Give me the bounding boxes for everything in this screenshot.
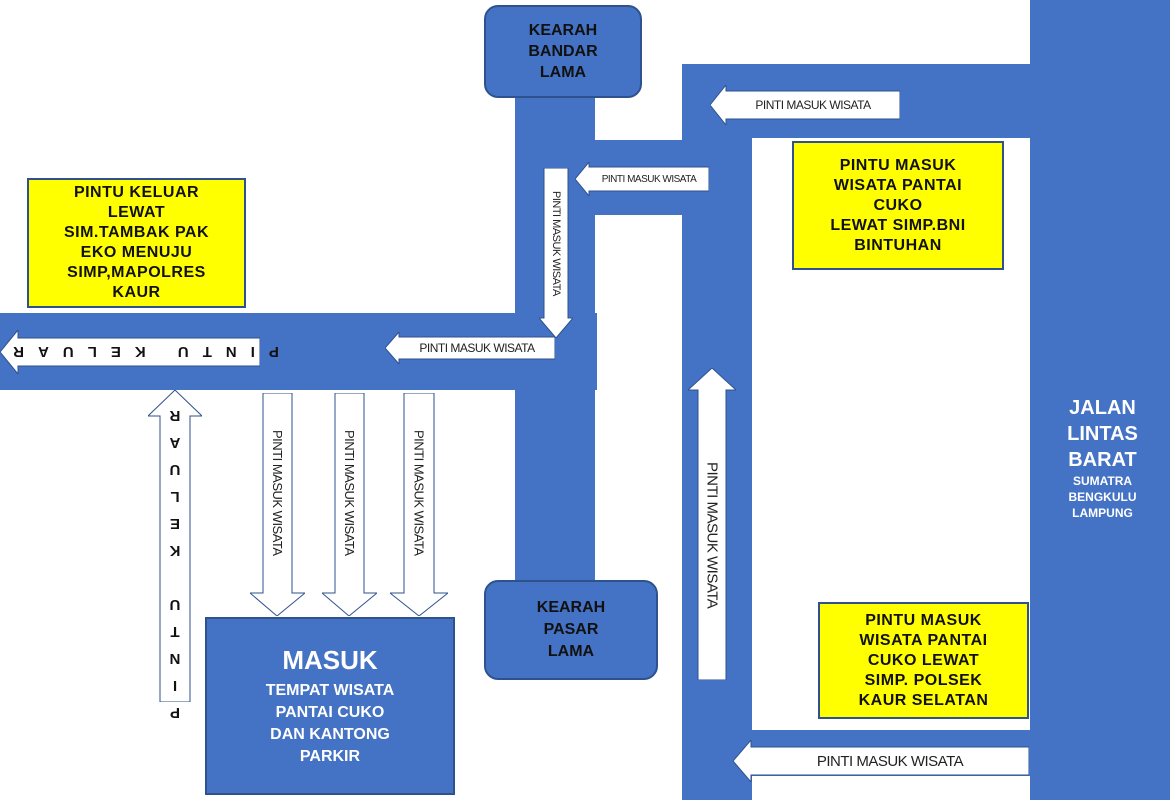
arrow-masuk-down-2: PINTI MASUK WISATA <box>322 393 377 616</box>
arrow-label: PINTI MASUK WISATA <box>755 98 871 112</box>
arrow-label: PINTI MASUK WISATA <box>703 461 721 609</box>
arrow-label: PINTI MASUK WISATA <box>550 190 562 296</box>
arrow-pintu-keluar-up: PINTU KELUAR <box>148 390 202 721</box>
arrow-label: PINTI MASUK WISATA <box>601 173 697 185</box>
note-masuk-polsek: PINTU MASUK WISATA PANTAI CUKO LEWAT SIM… <box>818 602 1029 719</box>
arrow-masuk-down-middle: PINTI MASUK WISATA <box>539 168 573 338</box>
arrow-label: PINTI MASUK WISATA <box>342 430 357 556</box>
arrow-label: PINTI MASUK WISATA <box>816 752 964 770</box>
masuk-title: MASUK <box>282 644 378 675</box>
jalan-subtitle: SUMATRA BENGKULU LAMPUNG <box>1068 474 1137 520</box>
arrow-label: PINTI MASUK WISATA <box>411 430 427 556</box>
arrow-label: PINTI MASUK WISATA <box>270 430 285 556</box>
arrow-label: PINTI MASUK WISATA <box>419 341 535 355</box>
arrow-masuk-connector: PINTI MASUK WISATA <box>575 162 709 196</box>
road-jalan-lintas-barat <box>1030 0 1170 800</box>
arrow-label: PINTU KELUAR <box>166 397 184 721</box>
arrow-pintu-keluar-left: PINTU KELUAR <box>0 330 279 374</box>
note-pintu-keluar: PINTU KELUAR LEWAT SIM.TAMBAK PAK EKO ME… <box>27 178 246 308</box>
arrow-masuk-down-1: PINTI MASUK WISATA <box>250 393 305 616</box>
masuk-subtitle: TEMPAT WISATA PANTAI CUKO DAN KANTONG PA… <box>265 681 395 765</box>
jalan-lintas-barat-label: JALAN LINTAS BARAT SUMATRA BENGKULU LAMP… <box>1035 395 1170 521</box>
box-kearah-bandar-lama: KEARAH BANDAR LAMA <box>484 5 642 98</box>
arrow-masuk-top: PINTI MASUK WISATA <box>710 85 900 125</box>
arrow-masuk-up-right: PINTI MASUK WISATA <box>688 368 736 680</box>
box-kearah-pasar-lama: KEARAH PASAR LAMA <box>484 580 658 680</box>
arrow-masuk-bottom: PINTI MASUK WISATA <box>733 740 1029 782</box>
box-masuk-tempat-wisata: MASUK TEMPAT WISATA PANTAI CUKO DAN KANT… <box>205 617 455 795</box>
arrow-label: PINTU KELUAR <box>0 343 279 361</box>
arrow-masuk-down-3: PINTI MASUK WISATA <box>390 393 448 616</box>
arrow-masuk-left-road: PINTI MASUK WISATA <box>385 332 555 364</box>
note-masuk-bni: PINTU MASUK WISATA PANTAI CUKO LEWAT SIM… <box>792 141 1004 270</box>
jalan-title: JALAN LINTAS BARAT <box>1067 397 1138 471</box>
